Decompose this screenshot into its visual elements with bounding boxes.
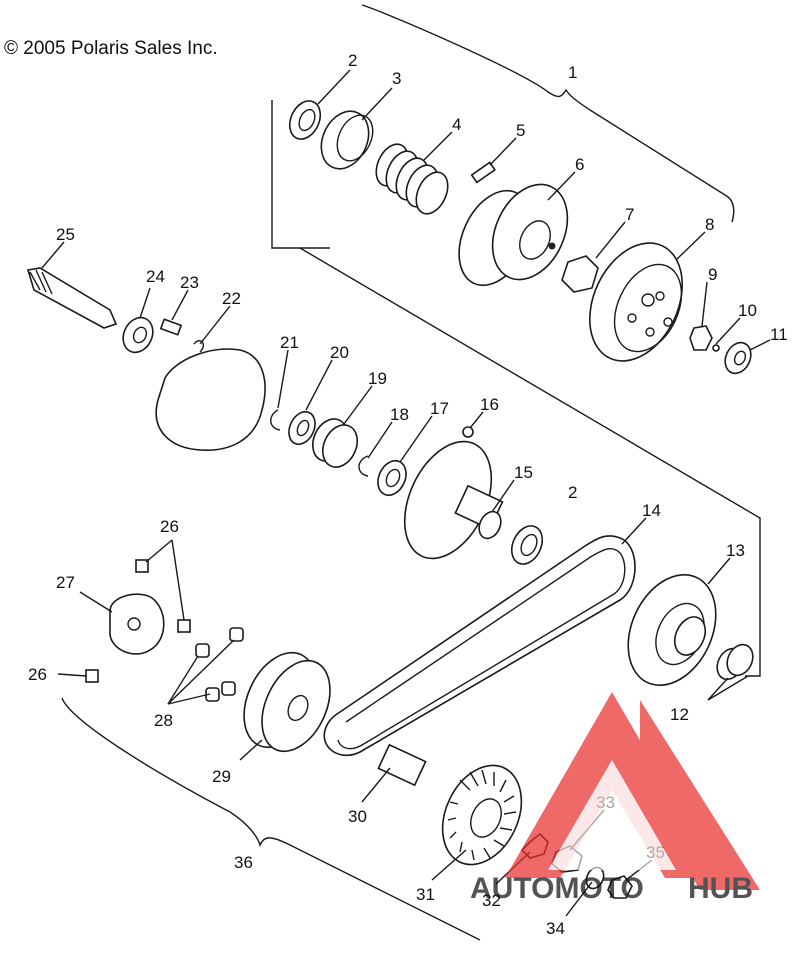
callout-25: 25: [56, 225, 75, 244]
part-11-bearing: [724, 341, 752, 375]
callout-32: 32: [482, 891, 501, 910]
part-26-slider-b: [177, 619, 191, 633]
callout-1: 1: [568, 63, 577, 82]
part-15-sheave: [403, 440, 504, 560]
part-10-ball: [712, 344, 720, 352]
callout-23: 23: [180, 273, 199, 292]
callout-22: 22: [222, 289, 241, 308]
callout-3: 3: [392, 69, 401, 88]
callout-2: 2: [348, 51, 357, 70]
part-35-nut: [607, 875, 633, 899]
callout-2-lower: 2: [568, 483, 577, 502]
leader-lines: [41, 69, 771, 917]
part-23-bolt: [159, 318, 183, 336]
callout-4: 4: [452, 115, 461, 134]
watermark-text-part1: AUTOMOTO: [470, 872, 644, 905]
part-20-washer: [288, 410, 316, 446]
callout-12: 12: [670, 705, 689, 724]
callout-34: 34: [546, 919, 565, 938]
callout-9: 9: [708, 265, 717, 284]
part-4-spring: [375, 143, 449, 215]
callout-5: 5: [516, 121, 525, 140]
part-2-washer: [288, 100, 322, 140]
part-18-clip: [358, 455, 369, 477]
part-2-washer-lower: [510, 525, 544, 565]
callout-6: 6: [575, 155, 584, 174]
part-3-cup: [320, 110, 374, 170]
part-26-slider-c: [85, 669, 99, 683]
callout-14: 14: [642, 501, 661, 520]
callout-7: 7: [625, 205, 634, 224]
part-8-drum: [588, 242, 684, 362]
callout-13: 13: [726, 541, 745, 560]
callout-8: 8: [705, 215, 714, 234]
part-7-nut: [561, 255, 599, 293]
part-6-clutch: [458, 183, 569, 287]
part-19-bearing: [311, 418, 359, 468]
callout-19: 19: [368, 369, 387, 388]
callout-24: 24: [146, 267, 165, 286]
part-13-sheave: [627, 573, 717, 687]
part-30-bushing: [377, 743, 427, 787]
part-27-ramp-plate: [109, 593, 165, 655]
callout-26-upper: 26: [160, 517, 179, 536]
watermark-text-part2: HUB: [688, 872, 753, 905]
part-16-fitting: [462, 426, 474, 438]
part-29-sheave: [243, 651, 331, 753]
part-12-washers: [716, 643, 754, 681]
watermark: AUTOMOTO HUB: [470, 692, 760, 905]
callout-30: 30: [348, 807, 367, 826]
copyright-notice: © 2005 Polaris Sales Inc.: [4, 38, 218, 59]
part-14-belt: [323, 535, 636, 757]
part-24-bearing: [122, 316, 154, 354]
callout-36: 36: [234, 853, 253, 872]
callout-27: 27: [56, 573, 75, 592]
callout-18: 18: [390, 405, 409, 424]
part-31-fan: [441, 764, 523, 866]
assembly-bracket-36: [61, 697, 481, 941]
callout-21: 21: [280, 333, 299, 352]
watermark-logo: [505, 692, 760, 890]
callout-29: 29: [212, 767, 231, 786]
part-25-shaft: [26, 267, 118, 329]
callout-16: 16: [480, 395, 499, 414]
gear-case: [155, 348, 266, 451]
callout-31: 31: [416, 885, 435, 904]
part-26-slider-a: [135, 559, 149, 573]
callout-11: 11: [770, 325, 788, 344]
part-9-nut: [689, 325, 713, 351]
callout-15: 15: [514, 463, 533, 482]
part-21-clip: [270, 409, 281, 431]
part-17-washer: [377, 459, 407, 497]
callout-28: 28: [154, 711, 173, 730]
part-28-rollers: [195, 627, 244, 702]
callout-26-lower: 26: [28, 665, 47, 684]
part-5-bolt: [470, 161, 496, 184]
assembly-bracket-1: [271, 4, 761, 677]
callout-20: 20: [330, 343, 349, 362]
callout-10: 10: [738, 301, 757, 320]
callout-17: 17: [430, 399, 449, 418]
